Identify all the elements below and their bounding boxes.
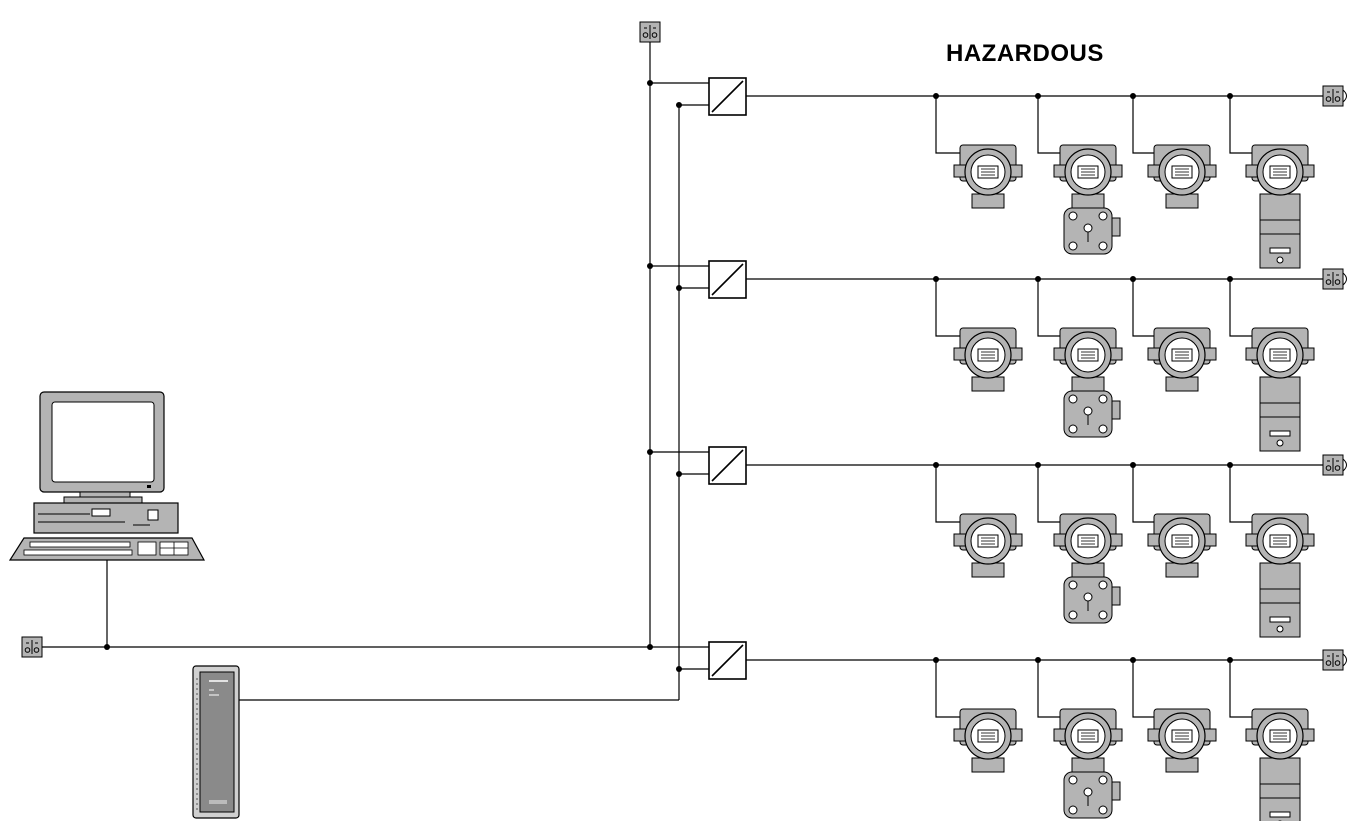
device-drop-line (935, 96, 960, 154)
transmitter-body (971, 193, 1005, 209)
bus-terminator-icon (1322, 649, 1344, 671)
device-drop-line (1037, 279, 1060, 337)
pressure-transmitter-icon (1053, 708, 1123, 760)
transmitter-body (1063, 562, 1121, 624)
junction-dot (647, 80, 653, 86)
terminator-cap (1342, 458, 1347, 472)
device-drop-line (1037, 660, 1060, 718)
junction-dot (676, 471, 682, 477)
desktop-computer-icon (8, 391, 206, 561)
isolating-barrier-icon (708, 260, 747, 299)
device-drop-line (935, 660, 960, 718)
device-drop-line (1132, 660, 1154, 718)
transmitter-body (1259, 757, 1301, 821)
pressure-transmitter-icon (1053, 327, 1123, 379)
isolating-barrier-icon (708, 641, 747, 680)
junction-dot (676, 666, 682, 672)
device-drop-line (1132, 96, 1154, 154)
pressure-transmitter-icon (953, 513, 1023, 565)
pressure-transmitter-icon (1053, 144, 1123, 196)
junction-dot (676, 285, 682, 291)
pressure-transmitter-icon (1147, 144, 1217, 196)
pressure-transmitter-icon (953, 144, 1023, 196)
transmitter-body (1165, 376, 1199, 392)
device-drop-line (1229, 465, 1252, 523)
terminator-cap (1342, 272, 1347, 286)
terminator-cap (1342, 653, 1347, 667)
pressure-transmitter-icon (953, 327, 1023, 379)
transmitter-body (971, 562, 1005, 578)
pressure-transmitter-icon (1245, 513, 1315, 565)
isolating-barrier-icon (708, 446, 747, 485)
transmitter-body (1259, 562, 1301, 638)
transmitter-body (971, 376, 1005, 392)
junction-dot (676, 102, 682, 108)
controller-module-icon (192, 665, 240, 819)
bus-terminator-icon (1322, 85, 1344, 107)
pressure-transmitter-icon (1147, 327, 1217, 379)
transmitter-body (1259, 193, 1301, 269)
device-drop-line (1229, 279, 1252, 337)
fieldbus-trunk (40, 42, 680, 701)
device-drop-line (935, 279, 960, 337)
transmitter-body (1165, 562, 1199, 578)
pressure-transmitter-icon (1245, 327, 1315, 379)
bus-terminator-icon (639, 21, 661, 43)
device-drop-line (1037, 96, 1060, 154)
device-drop-line (1229, 660, 1252, 718)
junction-dot (647, 449, 653, 455)
pressure-transmitter-icon (1245, 144, 1315, 196)
transmitter-body (1165, 193, 1199, 209)
device-drop-line (1132, 279, 1154, 337)
device-drop-line (1037, 465, 1060, 523)
transmitter-body (1063, 757, 1121, 819)
terminator-cap (1342, 89, 1347, 103)
pressure-transmitter-icon (1053, 513, 1123, 565)
pressure-transmitter-icon (1245, 708, 1315, 760)
pressure-transmitter-icon (1147, 513, 1217, 565)
transmitter-body (1165, 757, 1199, 773)
junction-dot (647, 644, 653, 650)
transmitter-body (1063, 376, 1121, 438)
device-drop-line (1132, 465, 1154, 523)
junction-dot (647, 263, 653, 269)
bus-terminator-icon (1322, 268, 1344, 290)
isolating-barrier-icon (708, 77, 747, 116)
pressure-transmitter-icon (953, 708, 1023, 760)
device-drop-line (935, 465, 960, 523)
device-drop-line (1229, 96, 1252, 154)
hazardous-zone-label: HAZARDOUS (946, 40, 1104, 67)
transmitter-body (971, 757, 1005, 773)
transmitter-body (1259, 376, 1301, 452)
bus-terminator-icon (1322, 454, 1344, 476)
transmitter-body (1063, 193, 1121, 255)
bus-terminator-icon (21, 636, 43, 658)
pressure-transmitter-icon (1147, 708, 1217, 760)
